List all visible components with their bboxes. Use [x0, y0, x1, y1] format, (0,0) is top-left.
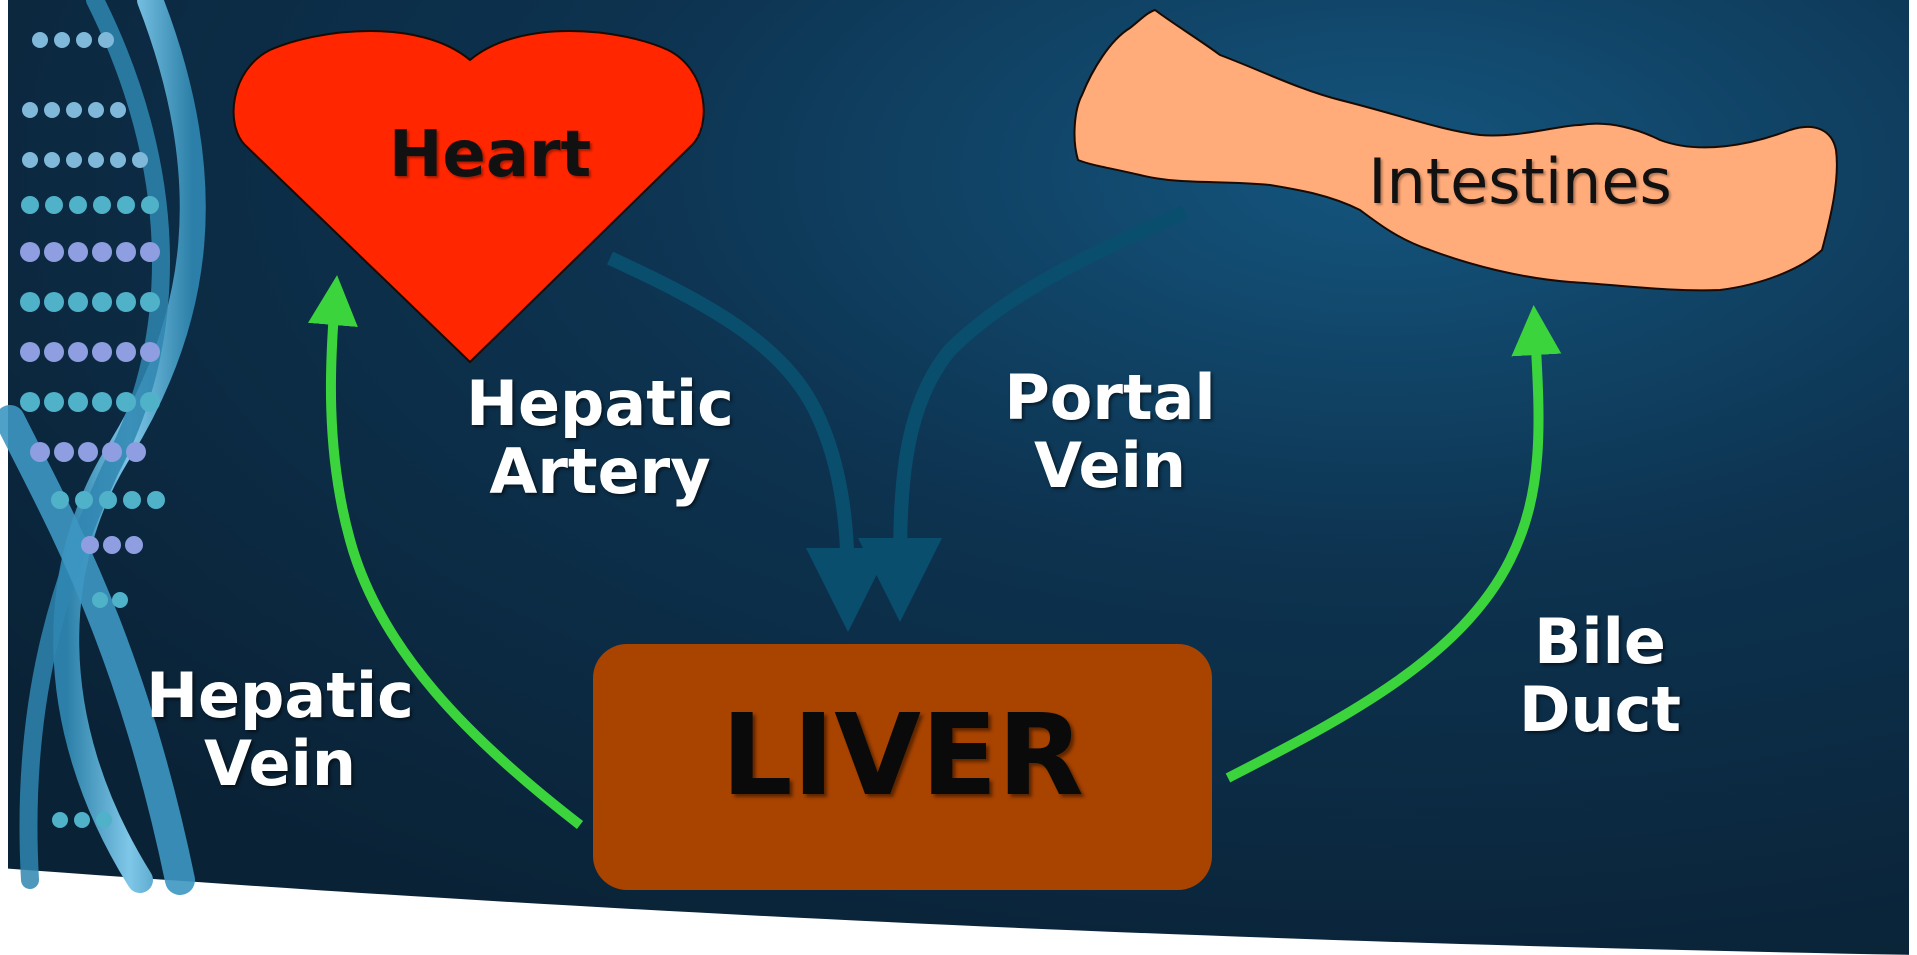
bile-duct-label-line-2: Duct — [1470, 676, 1730, 744]
intestines-label: Intestines — [1340, 145, 1700, 218]
slide-left-edge — [0, 0, 8, 955]
portal-vein-label-line-1: Portal — [970, 364, 1250, 432]
slide-right-edge — [1909, 0, 1917, 955]
hepatic-artery-label-line-2: Artery — [450, 438, 750, 506]
hepatic-artery-label: Hepatic Artery — [450, 370, 750, 506]
liver-label: LIVER — [593, 700, 1212, 812]
bile-duct-label-line-1: Bile — [1470, 608, 1730, 676]
portal-vein-label: Portal Vein — [970, 364, 1250, 500]
heart-label: Heart — [360, 118, 620, 192]
portal-vein-label-line-2: Vein — [970, 432, 1250, 500]
hepatic-vein-label-line-2: Vein — [130, 730, 430, 798]
bile-duct-label: Bile Duct — [1470, 608, 1730, 744]
hepatic-vein-label-line-1: Hepatic — [130, 662, 430, 730]
hepatic-vein-label: Hepatic Vein — [130, 662, 430, 798]
hepatic-artery-label-line-1: Hepatic — [450, 370, 750, 438]
